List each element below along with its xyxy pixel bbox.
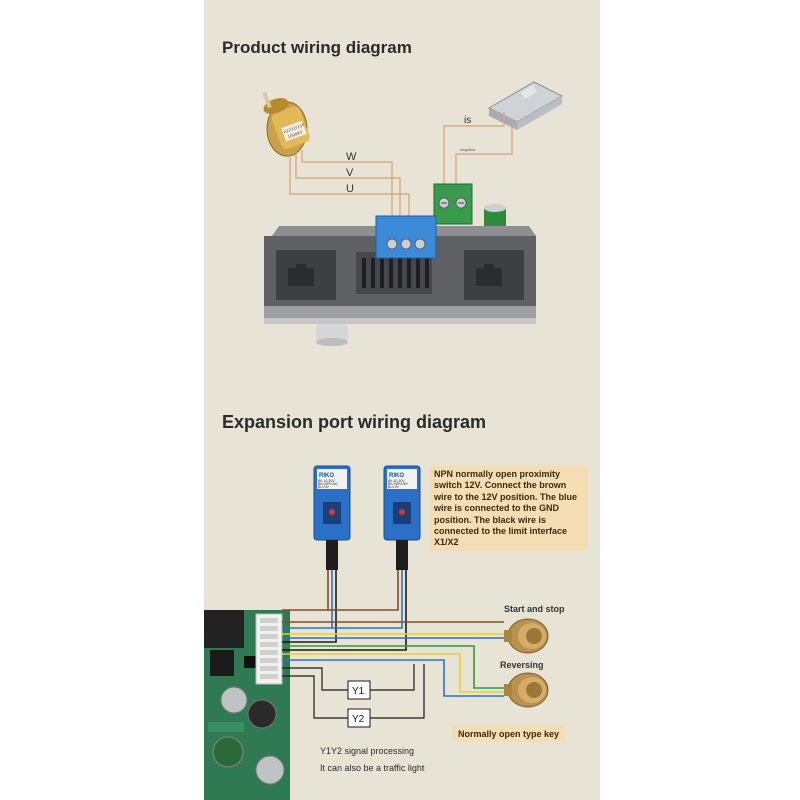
sensor1-spec2: BK=NPN.NO [318, 482, 338, 486]
sensor2-spec3: BU=0V [388, 485, 400, 489]
key-type-label: Normally open type key [452, 726, 566, 742]
npn-note: NPN normally open proximity switch 12V. … [430, 466, 588, 551]
proximity-sensor-2: RIKO BK-10-30V BK=NPN.NO BU=0V [383, 465, 421, 570]
power-wires [443, 112, 513, 188]
phase-w-label: W [346, 151, 357, 163]
product-wiring-heading: Product wiring diagram [222, 38, 412, 57]
motor-label-2: 1000KV [287, 129, 304, 139]
expansion-wiring-heading: Expansion port wiring diagram [222, 412, 487, 432]
power-terminal [433, 183, 473, 225]
diagram-panel: Product wiring diagram Expansion port wi… [204, 0, 600, 800]
power-label: is [464, 115, 471, 126]
y2-box: Y2 [347, 708, 371, 728]
power-supply [487, 81, 564, 130]
start-stop-button [504, 618, 549, 654]
signal-caption-1: Y1Y2 signal processing [320, 746, 415, 756]
controller-pcb [204, 610, 290, 800]
y2-label: Y2 [352, 714, 365, 725]
sensor1-brand: RIKO [319, 473, 334, 479]
phase-v-label: V [346, 167, 354, 179]
y1-box: Y1 [347, 680, 371, 700]
button-wires [282, 621, 504, 697]
start-stop-label: Start and stop [504, 604, 565, 614]
motor-phase-wires [289, 150, 410, 222]
power-small-label: negative [460, 147, 476, 152]
reversing-label: Reversing [500, 660, 544, 670]
sensor1-spec3: BU=0V [318, 485, 330, 489]
sensor2-brand: RIKO [389, 473, 404, 479]
sensor1-spec1: BK-10-30V [318, 479, 335, 483]
sensor-wires [282, 570, 407, 651]
reversing-button [504, 672, 549, 708]
brushless-motor: A2212/13T 1000KV [262, 91, 310, 157]
signal-wires [282, 664, 425, 719]
phase-u-label: U [346, 183, 354, 195]
signal-caption-2: It can also be a traffic light [320, 763, 425, 773]
sensor2-spec2: BK=NPN.NO [388, 482, 408, 486]
motor-terminal [375, 215, 437, 259]
sensor2-spec1: BK-10-30V [388, 479, 405, 483]
proximity-sensor-1: RIKO BK-10-30V BK=NPN.NO BU=0V [313, 465, 351, 570]
y1-label: Y1 [352, 686, 365, 697]
wiring-drawing: A2212/13T 1000KV W V U is negative [204, 81, 564, 800]
